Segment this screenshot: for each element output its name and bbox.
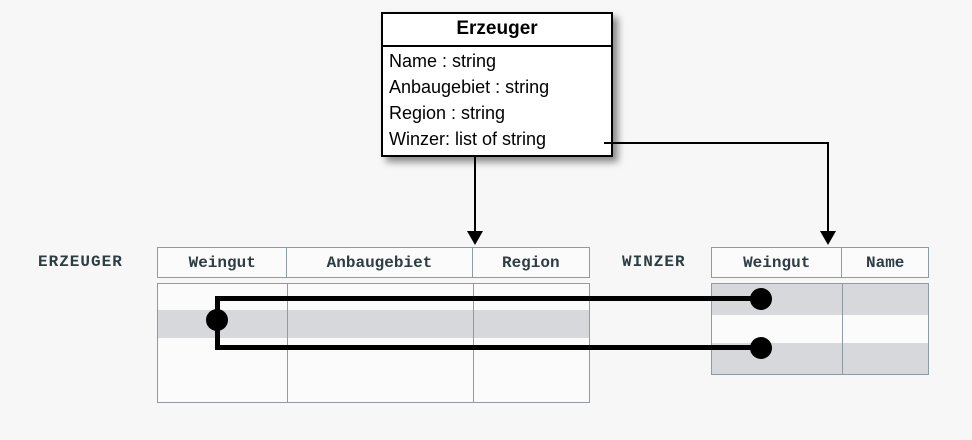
mapping-arrow-winzer-hseg [604,142,829,144]
table-header-winzer: Weingut Name [711,247,929,278]
uml-attribute-winzer: Winzer: list of string [389,129,547,149]
table-row[interactable] [158,371,589,402]
mapping-arrow-winzer-head [820,231,836,245]
table-cell [474,338,589,371]
relation-dot-winzer-row1[interactable] [750,288,772,310]
column-header-weingut: Weingut [158,248,288,277]
table-header-erzeuger: Weingut Anbaugebiet Region [157,247,590,278]
uml-class-title: Erzeuger [383,14,611,47]
table-row[interactable] [158,310,589,338]
uml-attribute-name: Name : string [389,51,497,71]
relation-link-down-vseg [215,318,220,347]
table-cell [843,315,928,343]
table-cell [712,315,843,343]
mapping-arrow-winzer-vseg [827,142,829,233]
mapping-arrow-erzeuger-head [467,231,483,245]
table-label-erzeuger: ERZEUGER [38,253,123,271]
table-row[interactable] [712,315,928,343]
relation-dot-erzeuger[interactable] [206,309,228,331]
table-cell [158,338,288,371]
relation-link-2-hseg [215,345,763,350]
relation-dot-winzer-row3[interactable] [750,337,772,359]
table-cell [843,343,928,374]
column-header-name: Name [865,253,905,272]
column-header-anbaugebiet: Anbaugebiet [287,248,473,277]
table-cell [474,371,589,402]
table-cell [158,310,288,338]
mapping-arrow-erzeuger-line [474,157,476,233]
uml-class-box: Erzeuger Name : string Anbaugebiet : str… [381,12,613,157]
table-row[interactable] [158,338,589,371]
table-body-erzeuger [157,283,590,403]
uml-attribute-region: Region : string [389,103,506,123]
column-header-region: Region [501,253,560,272]
table-cell [288,338,474,371]
uml-attribute-anbaugebiet: Anbaugebiet : string [389,77,550,97]
table-label-winzer: WINZER [622,253,686,271]
table-cell [288,371,474,402]
table-cell [288,310,474,338]
relation-link-1-hseg [215,296,763,301]
table-cell [158,371,288,402]
table-cell [712,343,843,374]
uml-attribute-list: Name : string Anbaugebiet : string Regio… [383,47,611,155]
column-header-weingut: Weingut [712,248,843,277]
table-cell [474,310,589,338]
table-cell [712,284,843,315]
table-cell [843,284,928,315]
